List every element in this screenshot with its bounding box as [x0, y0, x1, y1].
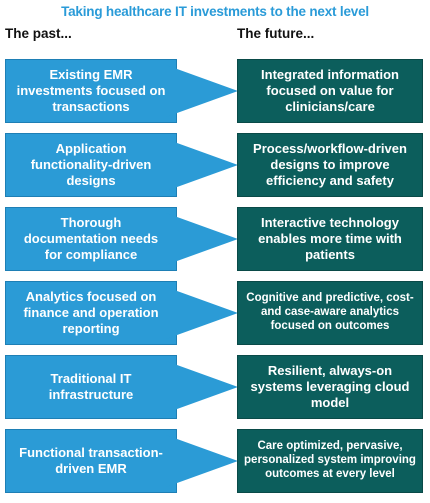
arrow-right-icon: [166, 287, 238, 339]
arrow-right-icon: [166, 213, 238, 265]
future-column-header: The future...: [237, 26, 315, 41]
transition-row-2: Application functionality-driven designs…: [0, 133, 430, 197]
future-box-2: Process/workflow-driven designs to impro…: [237, 133, 423, 197]
past-box-4: Analytics focused on finance and operati…: [5, 281, 177, 345]
transition-row-1: Existing EMR investments focused on tran…: [0, 59, 430, 123]
transition-row-4: Analytics focused on finance and operati…: [0, 281, 430, 345]
diagram-title: Taking healthcare IT investments to the …: [61, 4, 369, 19]
future-box-1: Integrated information focused on value …: [237, 59, 423, 123]
past-box-3: Thorough documentation needs for complia…: [5, 207, 177, 271]
future-box-6: Care optimized, pervasive, personalized …: [237, 429, 423, 493]
arrow-right-icon: [166, 361, 238, 413]
past-box-1: Existing EMR investments focused on tran…: [5, 59, 177, 123]
arrow-right-icon: [166, 139, 238, 191]
past-column-header: The past...: [5, 26, 72, 41]
past-box-2: Application functionality-driven designs: [5, 133, 177, 197]
transition-row-3: Thorough documentation needs for complia…: [0, 207, 430, 271]
future-box-5: Resilient, always-on systems leveraging …: [237, 355, 423, 419]
past-box-6: Functional transaction-driven EMR: [5, 429, 177, 493]
transition-row-6: Functional transaction-driven EMR Care o…: [0, 429, 430, 493]
future-box-4: Cognitive and predictive, cost- and case…: [237, 281, 423, 345]
arrow-right-icon: [166, 435, 238, 487]
past-box-5: Traditional IT infrastructure: [5, 355, 177, 419]
arrow-right-icon: [166, 65, 238, 117]
transition-row-5: Traditional IT infrastructure Resilient,…: [0, 355, 430, 419]
future-box-3: Interactive technology enables more time…: [237, 207, 423, 271]
